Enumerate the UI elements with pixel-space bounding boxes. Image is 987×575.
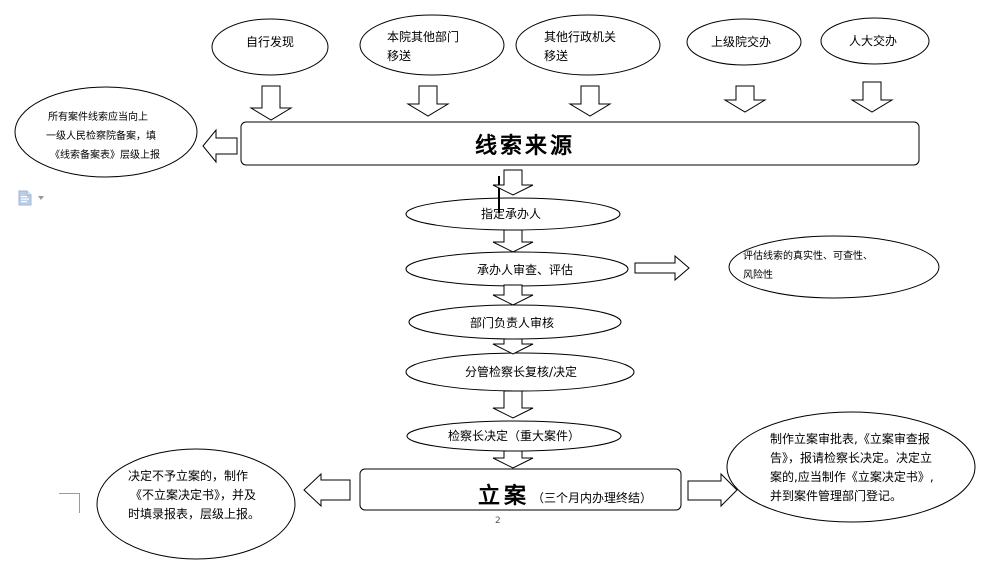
reject-note-line: 时填录报表，层级上报。: [128, 506, 260, 521]
step-handler-review: 承办人审查、评估: [405, 251, 629, 287]
approve-note-line: 制作立案审批表,《立案审查报: [770, 431, 930, 446]
evaluation-note: 评估线索的真实性、可查性、 风险性: [728, 235, 940, 299]
source-internal-transfer: 本院其他部门 移送: [359, 14, 505, 76]
arrow-right-to-approve-note: [687, 472, 738, 508]
case-filing-subtitle: （三个月内办理终结）: [532, 490, 652, 505]
approve-note-line: 并到案件管理部门登记。: [770, 488, 902, 503]
reject-note: 决定不予立案的，制作 《不立案决定书》，并及 时填录报表，层级上报。: [96, 448, 296, 560]
approve-note-line: 告》，报请检察长决定。决定立: [770, 450, 932, 465]
step-arrow-down: [492, 338, 534, 355]
source-arrow-down: [249, 85, 293, 121]
arrow-left-to-filing-note: [202, 128, 238, 164]
step-arrow-down: [492, 229, 534, 253]
step-assign-handler: 指定承办人: [405, 197, 621, 231]
source-superior-assign: 上级院交办: [686, 18, 802, 66]
step-label: 检察长决定（重大案件）: [448, 428, 580, 443]
filing-note: 所有案件线索应当向上 一级人民检察院备案，填 《线索备案表》层级上报: [14, 86, 198, 178]
source-npc-assign: 人大交办: [820, 17, 930, 65]
clue-source-box: 线索来源: [240, 121, 920, 166]
case-filing-title: 立案: [478, 483, 530, 509]
reject-note-line: 决定不予立案的，制作: [128, 468, 248, 483]
filing-note-line: 《线索备案表》层级上报: [50, 148, 160, 161]
step-label: 分管检察长复核/决定: [465, 364, 577, 379]
source-arrow-down: [406, 85, 450, 117]
document-icon[interactable]: [18, 190, 32, 206]
reject-note-line: 《不立案决定书》，并及: [130, 487, 256, 502]
source-label: 本院其他部门: [387, 29, 459, 44]
source-label: 移送: [544, 48, 568, 63]
arrow-left-to-reject-note: [303, 472, 351, 508]
page-corner-mark: [59, 493, 80, 513]
source-label: 上级院交办: [711, 34, 771, 49]
case-filing-box: 立案 （三个月内办理终结）: [359, 468, 682, 511]
step-arrow-down: [492, 450, 534, 469]
step-deputy-review: 分管检察长复核/决定: [405, 352, 635, 392]
filing-note-line: 所有案件线索应当向上: [48, 110, 148, 123]
step-arrow-down: [492, 284, 534, 306]
source-label: 人大交办: [849, 33, 897, 48]
step-label: 承办人审查、评估: [477, 262, 573, 277]
approve-note-line: 案的,应当制作《立案决定书》,: [770, 469, 934, 484]
source-label: 移送: [387, 48, 411, 63]
source-arrow-down: [723, 85, 767, 113]
source-self-found: 自行发现: [211, 18, 329, 76]
step-label: 部门负责人审核: [470, 315, 554, 330]
step-dept-head-review: 部门负责人审核: [408, 304, 622, 340]
arrow-right-to-evaluation: [634, 254, 690, 282]
step-arrow-down: [492, 169, 534, 196]
source-admin-transfer: 其他行政机关 移送: [515, 14, 661, 76]
filing-note-line: 一级人民检察院备案，填: [46, 129, 156, 142]
evaluation-note-line: 风险性: [743, 268, 773, 281]
evaluation-note-line: 评估线索的真实性、可查性、: [743, 249, 873, 262]
source-arrow-down: [568, 85, 612, 117]
page-number: 2: [495, 516, 501, 526]
source-label: 自行发现: [246, 34, 294, 49]
clue-source-title: 线索来源: [475, 133, 575, 159]
caret-down-icon[interactable]: [38, 196, 44, 200]
step-label: 指定承办人: [481, 206, 541, 221]
source-label: 其他行政机关: [544, 30, 616, 44]
step-arrow-down: [492, 390, 534, 419]
source-arrow-down: [850, 81, 894, 113]
approve-note: 制作立案审批表,《立案审查报 告》，报请检察长决定。决定立 案的,应当制作《立案…: [726, 411, 976, 523]
step-chief-decision: 检察长决定（重大案件）: [406, 420, 622, 452]
